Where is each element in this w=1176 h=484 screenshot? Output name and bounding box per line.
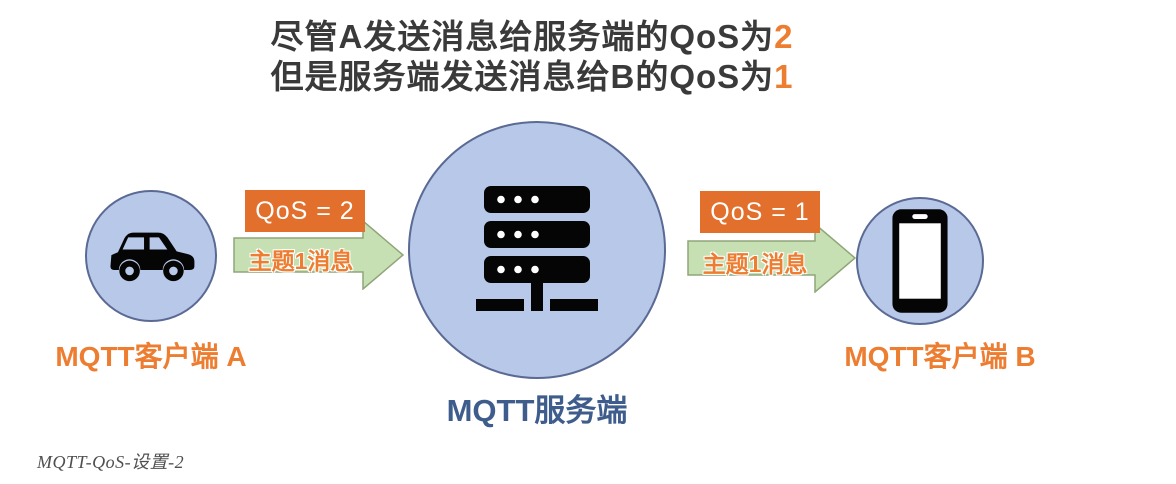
title-line-1-text: 尽管A发送消息给服务端的QoS为 bbox=[270, 18, 775, 55]
title-line-1-qos-number: 2 bbox=[774, 18, 794, 55]
arrow-a-to-server bbox=[233, 220, 405, 290]
smartphone-icon bbox=[892, 209, 948, 313]
arrow-server-to-b bbox=[687, 223, 857, 293]
title-line-2-text: 但是服务端发送消息给B的QoS为 bbox=[270, 58, 775, 95]
client-b-node bbox=[856, 197, 984, 325]
client-a-node bbox=[85, 190, 217, 322]
server-label: MQTT服务端 bbox=[446, 393, 628, 428]
arrow2-message-label: 主题1消息 bbox=[702, 251, 808, 277]
server-rack-icon bbox=[476, 186, 598, 311]
footer-caption: MQTT-QoS-设置-2 bbox=[37, 452, 185, 472]
title-line-2: 但是服务端发送消息给B的QoS为1 bbox=[170, 57, 894, 97]
arrow1-message-label: 主题1消息 bbox=[248, 248, 354, 274]
arrow2-qos-badge: QoS = 1 bbox=[700, 191, 820, 233]
client-b-label: MQTT客户端 B bbox=[844, 341, 1036, 372]
client-a-label: MQTT客户端 A bbox=[55, 341, 247, 372]
title-line-1: 尽管A发送消息给服务端的QoS为2 bbox=[170, 17, 894, 57]
arrow1-qos-badge: QoS = 2 bbox=[245, 190, 365, 232]
server-node bbox=[408, 121, 666, 379]
title-line-2-qos-number: 1 bbox=[774, 58, 794, 95]
car-icon bbox=[109, 232, 194, 282]
diagram-title: 尽管A发送消息给服务端的QoS为2 但是服务端发送消息给B的QoS为1 bbox=[170, 17, 894, 97]
